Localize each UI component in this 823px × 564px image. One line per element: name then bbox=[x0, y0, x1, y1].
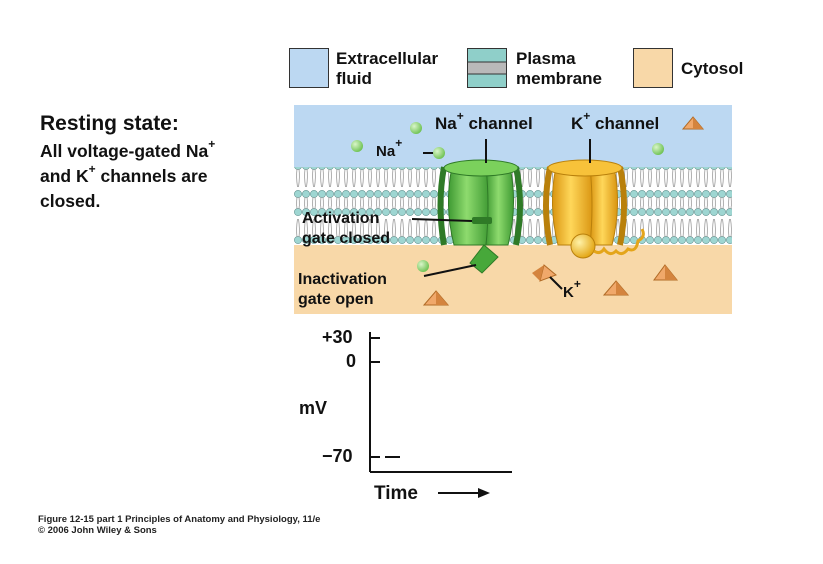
legend-membrane-swatch bbox=[467, 48, 507, 88]
k-ion bbox=[681, 116, 705, 130]
state-description: All voltage-gated Na+ and K+ channels ar… bbox=[40, 137, 216, 211]
legend-membrane-label: Plasma membrane bbox=[516, 49, 602, 88]
k-gate-ball bbox=[570, 233, 596, 259]
activation-gate bbox=[472, 217, 492, 224]
na-ion bbox=[351, 140, 363, 152]
tick-label-zero: 0 bbox=[346, 351, 357, 371]
tick-label-plus30: +30 bbox=[322, 327, 353, 347]
k-channel-label: K+ channel bbox=[571, 109, 660, 133]
time-arrow-head bbox=[478, 488, 490, 498]
x-axis-label: Time bbox=[374, 483, 419, 504]
inactivation-gate bbox=[469, 244, 499, 274]
k-ion bbox=[602, 280, 630, 296]
legend-extracellular-swatch bbox=[289, 48, 329, 88]
legend-cytosol-label: Cytosol bbox=[681, 59, 744, 78]
k-ion-label: K+ bbox=[563, 277, 581, 301]
k-channel bbox=[543, 159, 645, 259]
inactivation-gate-label: Inactivation gate open bbox=[298, 271, 387, 308]
tick-label-minus70: −70 bbox=[322, 446, 353, 466]
na-channel-label: Na+ channel bbox=[435, 109, 533, 133]
k-gate-chain bbox=[593, 228, 645, 256]
na-ion-label: Na+ bbox=[376, 136, 403, 160]
na-channel bbox=[437, 159, 523, 274]
k-ion bbox=[422, 290, 450, 306]
na-ion bbox=[652, 143, 664, 155]
legend-extracellular-label: Extracellular fluid bbox=[336, 49, 439, 88]
na-ion bbox=[410, 122, 422, 134]
k-ion bbox=[532, 264, 557, 282]
voltage-graph bbox=[369, 332, 512, 498]
na-ion bbox=[417, 260, 429, 272]
legend-cytosol-swatch bbox=[633, 48, 673, 88]
extracellular-region bbox=[294, 105, 732, 167]
membrane-diagram bbox=[294, 105, 732, 314]
activation-gate-label: Activation gate closed bbox=[302, 210, 391, 247]
figure-caption: Figure 12-15 part 1 Principles of Anatom… bbox=[38, 514, 321, 536]
k-ion bbox=[653, 264, 679, 281]
state-title: Resting state: bbox=[40, 112, 179, 135]
y-axis-label: mV bbox=[299, 398, 328, 418]
